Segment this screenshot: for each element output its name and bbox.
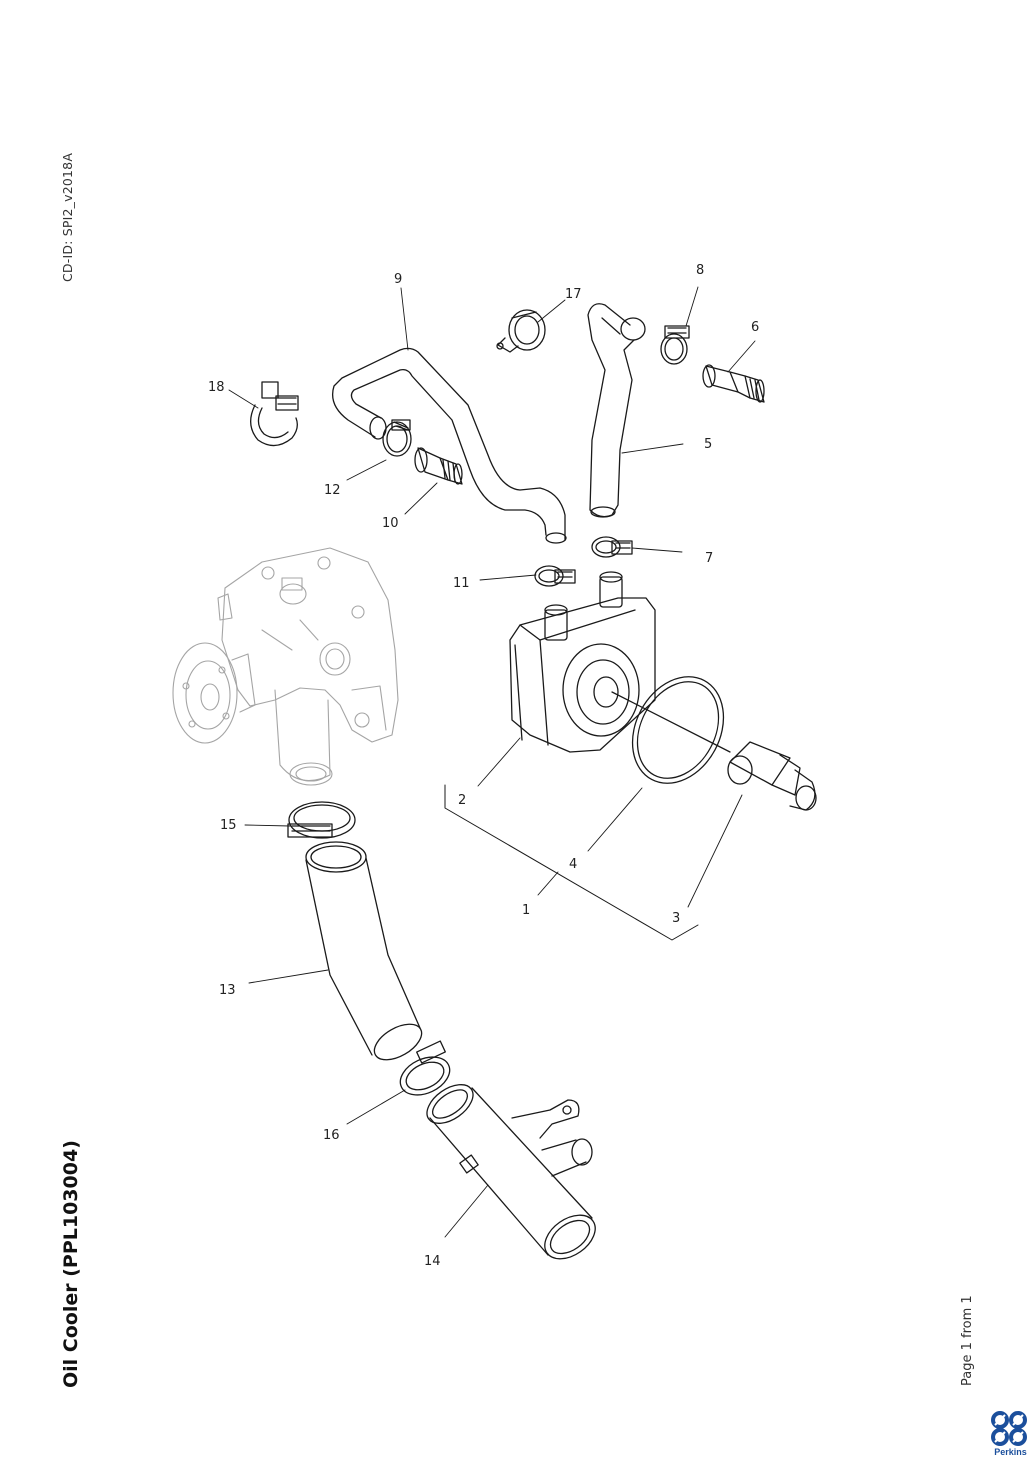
- callout-1: 1: [522, 903, 530, 918]
- part-clip-12: [382, 419, 412, 457]
- callout-10: 10: [382, 516, 399, 531]
- part-oil-cooler-2: [509, 571, 731, 753]
- callout-2: 2: [458, 793, 466, 808]
- part-hose-5: [587, 303, 646, 518]
- callout-3: 3: [672, 911, 680, 926]
- perkins-logo-text: Perkins: [994, 1447, 1027, 1457]
- callout-18: 18: [208, 380, 225, 395]
- callout-16: 16: [323, 1128, 340, 1143]
- part-o-ring-4: [631, 676, 725, 784]
- leader-lines: [228, 286, 756, 1238]
- perkins-logo-icon: [991, 1411, 1027, 1446]
- part-clip-16: [399, 1040, 451, 1096]
- callout-12: 12: [324, 483, 341, 498]
- callout-15: 15: [220, 818, 237, 833]
- callout-13: 13: [219, 983, 236, 998]
- part-pipe-14: [426, 1084, 596, 1260]
- part-clip-18: [250, 381, 299, 447]
- callout-5: 5: [704, 437, 712, 452]
- callout-14: 14: [424, 1254, 441, 1269]
- assembly-bracket: [444, 784, 699, 941]
- part-clip-17: [496, 309, 546, 353]
- water-pump-ghost: [172, 547, 399, 786]
- callout-6: 6: [751, 320, 759, 335]
- part-adaptor-3: [727, 741, 817, 811]
- callout-11: 11: [453, 576, 470, 591]
- part-hose-9: [331, 347, 567, 544]
- callout-7: 7: [705, 551, 713, 566]
- part-hose-13: [305, 841, 423, 1061]
- callout-9: 9: [394, 272, 402, 287]
- callout-4: 4: [569, 857, 577, 872]
- callout-17: 17: [565, 287, 582, 302]
- part-clip-15: [287, 801, 356, 839]
- part-clip-7: [591, 536, 633, 558]
- callout-8: 8: [696, 263, 704, 278]
- part-adaptor-6: [702, 364, 765, 403]
- part-clip-8: [660, 325, 690, 365]
- part-clip-11: [534, 565, 576, 587]
- part-adaptor-10: [414, 447, 463, 485]
